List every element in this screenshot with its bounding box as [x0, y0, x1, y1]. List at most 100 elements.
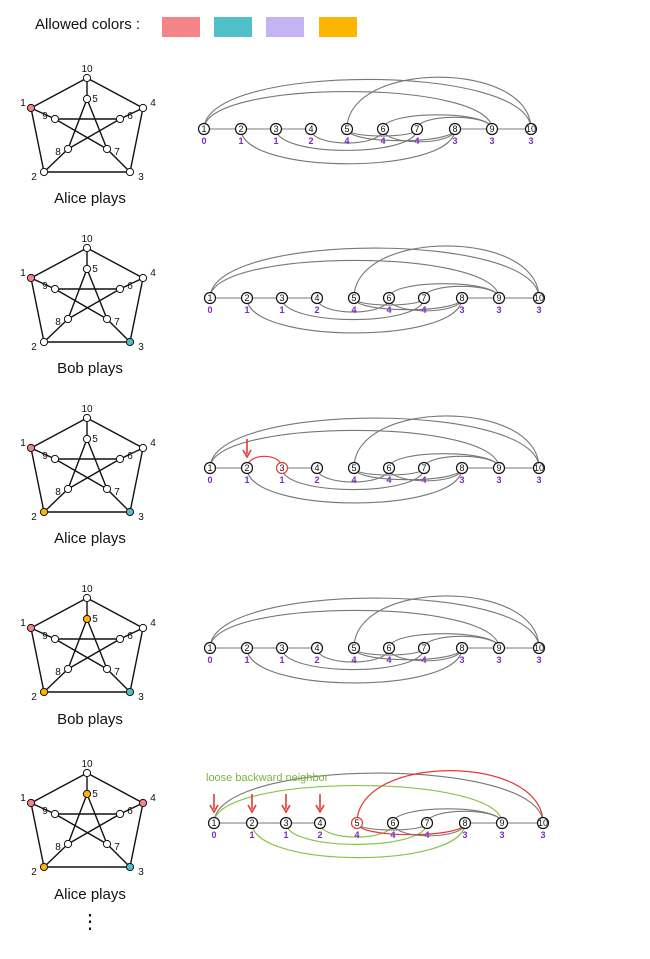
order-degree-label-6: 4 — [386, 475, 391, 485]
order-edge-10-5 — [353, 595, 540, 649]
order-degree-label-8: 3 — [452, 136, 457, 146]
order-node-2 — [240, 291, 254, 305]
order-node-label-9: 9 — [499, 818, 504, 828]
graph-edge-3-4 — [129, 447, 144, 513]
order-node-7 — [417, 461, 431, 475]
graph-node-1 — [26, 798, 36, 808]
order-node-label-9: 9 — [496, 463, 501, 473]
order-node-6 — [382, 461, 396, 475]
graph-edge-1-2 — [30, 447, 45, 513]
order-degree-label-3: 1 — [279, 475, 284, 485]
order-node-6 — [376, 122, 390, 136]
order-node-2 — [245, 816, 259, 830]
graph-edge-10-1 — [30, 597, 88, 629]
graph-edge-1-9 — [30, 802, 56, 815]
order-node-label-9: 9 — [496, 643, 501, 653]
order-node-4 — [310, 641, 324, 655]
order-node-label-5: 5 — [344, 124, 349, 134]
red-arrow-icon — [281, 794, 291, 814]
graph-edge-8-5 — [67, 618, 88, 670]
graph-edge-2-8 — [43, 488, 69, 513]
order-edge-2-8 — [246, 467, 463, 504]
graph-node-label-8: 8 — [55, 667, 61, 678]
graph-node-5 — [82, 614, 92, 624]
order-node-7 — [417, 641, 431, 655]
order-node-label-8: 8 — [452, 124, 457, 134]
graph-edge-5-7 — [86, 98, 108, 150]
graph-node-5 — [82, 94, 92, 104]
order-node-label-7: 7 — [414, 124, 419, 134]
order-degree-label-10: 3 — [540, 830, 545, 840]
order-degree-label-10: 3 — [528, 136, 533, 146]
order-node-6 — [382, 291, 396, 305]
order-edge-3-7 — [281, 647, 425, 670]
order-node-label-1: 1 — [207, 293, 212, 303]
graph-node-7 — [102, 144, 112, 154]
graph-node-label-9: 9 — [42, 631, 48, 642]
graph-node-7 — [102, 314, 112, 324]
red-arrow-head — [209, 804, 219, 814]
red-arrow-head — [247, 804, 257, 814]
graph-edge-4-6 — [119, 277, 144, 290]
order-node-8 — [455, 641, 469, 655]
graph-edge-6-8 — [67, 458, 121, 490]
order-node-label-1: 1 — [207, 463, 212, 473]
order-degree-label-3: 1 — [279, 655, 284, 665]
continuation-ellipsis: ⋮ — [80, 911, 100, 933]
order-node-label-10: 10 — [534, 643, 544, 653]
graph-node-3 — [125, 862, 135, 872]
order-node-7 — [410, 122, 424, 136]
graph-node-10 — [82, 593, 92, 603]
red-arrow-icon — [247, 794, 257, 814]
order-degree-label-2: 1 — [244, 475, 249, 485]
graph-node-6 — [115, 284, 125, 294]
graph-node-4 — [138, 103, 148, 113]
graph-edge-8-5 — [67, 793, 88, 845]
graph-edge-7-9 — [54, 288, 108, 320]
header: Allowed colors : — [0, 0, 650, 40]
order-node-label-10: 10 — [538, 818, 548, 828]
graph-edge-7-9 — [54, 813, 108, 845]
order-node-label-1: 1 — [201, 124, 206, 134]
graph-edge-3-7 — [106, 148, 131, 173]
order-node-3 — [275, 461, 289, 475]
graph-node-label-7: 7 — [114, 147, 120, 158]
graph-node-label-1: 1 — [20, 98, 26, 109]
graph-node-1 — [26, 623, 36, 633]
order-node-label-6: 6 — [386, 643, 391, 653]
graph-edge-6-8 — [67, 813, 121, 845]
order-edge-6-9 — [392, 808, 503, 824]
graph-node-9 — [50, 114, 60, 124]
order-edge-6-9 — [388, 283, 500, 299]
order-node-5 — [340, 122, 354, 136]
order-node-label-7: 7 — [424, 818, 429, 828]
graph-edge-6-8 — [67, 638, 121, 670]
order-degree-label-9: 3 — [489, 136, 494, 146]
order-node-label-3: 3 — [279, 643, 284, 653]
order-degree-label-10: 3 — [536, 305, 541, 315]
graph-node-6 — [115, 454, 125, 464]
order-degree-label-7: 4 — [414, 136, 419, 146]
order-degree-label-9: 3 — [499, 830, 504, 840]
order-degree-label-4: 2 — [314, 655, 319, 665]
graph-node-label-9: 9 — [42, 111, 48, 122]
graph-edge-8-5 — [67, 98, 88, 150]
order-degree-label-8: 3 — [459, 475, 464, 485]
graph-node-label-4: 4 — [150, 793, 156, 804]
graph-node-9 — [50, 634, 60, 644]
graph-edge-4-10 — [86, 597, 144, 629]
graph-node-10 — [82, 768, 92, 778]
graph-node-label-2: 2 — [31, 512, 37, 523]
order-degree-label-5: 4 — [351, 475, 356, 485]
order-node-label-5: 5 — [351, 643, 356, 653]
order-node-9 — [492, 461, 506, 475]
order-degree-label-3: 1 — [283, 830, 288, 840]
order-degree-label-5: 4 — [354, 830, 359, 840]
red-arrow-head — [315, 804, 325, 814]
graph-edge-10-1 — [30, 77, 88, 109]
